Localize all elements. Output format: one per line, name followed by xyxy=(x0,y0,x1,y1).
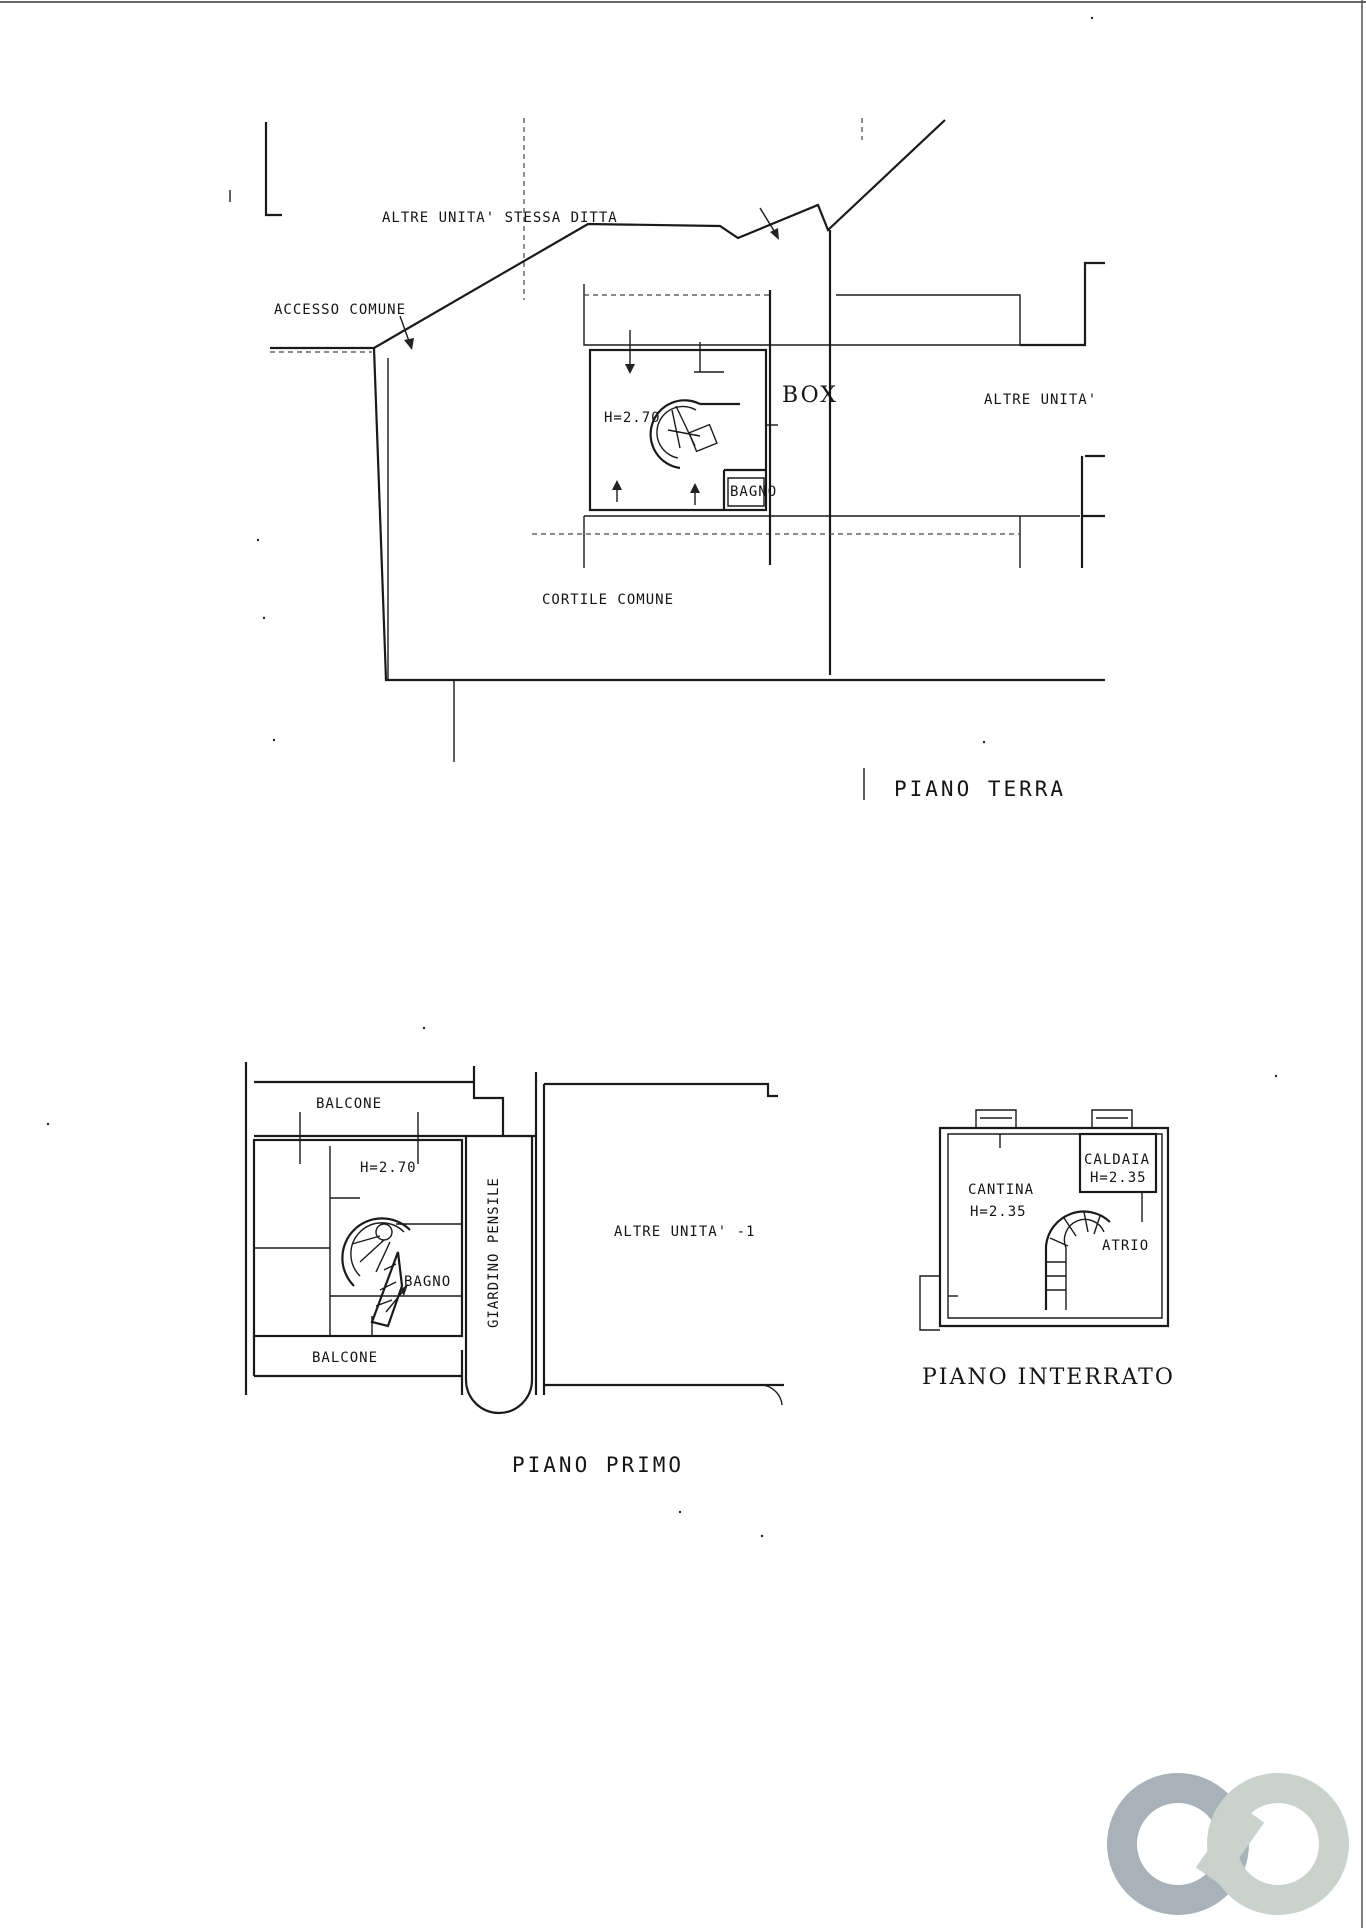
title-piano-interrato: PIANO INTERRATO xyxy=(922,1365,1175,1390)
piano-primo-plan: BALCONE H=2.70 BAGNO BALCONE GIARDINO PE… xyxy=(244,1062,784,1477)
label-balcone-top: BALCONE xyxy=(316,1096,382,1112)
label-height-terra: H=2.70 xyxy=(604,410,661,426)
giardino-pensile xyxy=(464,1136,534,1415)
spiral-stair-primo xyxy=(341,1217,411,1328)
caldaia-room xyxy=(1078,1132,1158,1194)
label-cantina-height: H=2.35 xyxy=(970,1204,1027,1220)
piano-primo-apartment xyxy=(252,1138,464,1338)
wall-fragment xyxy=(264,122,282,217)
label-altre-unita-terra: ALTRE UNITA' xyxy=(984,392,1097,408)
outer-boundary-line xyxy=(270,119,946,350)
bagno-room xyxy=(722,468,766,510)
label-atrio: ATRIO xyxy=(1102,1238,1149,1254)
label-box: BOX xyxy=(782,383,838,408)
label-bagno-terra: BAGNO xyxy=(730,484,777,500)
site-outline xyxy=(372,347,1105,682)
label-balcone-bottom: BALCONE xyxy=(312,1350,378,1366)
label-height-primo: H=2.70 xyxy=(360,1160,417,1176)
label-giardino-pensile: GIARDINO PENSILE xyxy=(486,1177,502,1328)
spiral-stair-interrato xyxy=(1044,1210,1111,1310)
label-altre-unita-primo: ALTRE UNITA' -1 xyxy=(614,1224,755,1240)
label-altre-unita-stessa-ditta: ALTRE UNITA' STESSA DITTA xyxy=(382,210,618,226)
title-piano-primo: PIANO PRIMO xyxy=(512,1453,684,1477)
label-cantina: CANTINA xyxy=(968,1182,1034,1198)
label-bagno-primo: BAGNO xyxy=(404,1274,451,1290)
label-caldaia-height: H=2.35 xyxy=(1090,1170,1147,1186)
spiral-stair-terra xyxy=(649,399,740,470)
scan-specks xyxy=(46,16,1278,1538)
interlocking-rings-logo xyxy=(1107,1773,1349,1915)
box-room xyxy=(588,348,768,512)
label-accesso-comune: ACCESSO COMUNE xyxy=(274,302,406,318)
title-piano-terra: PIANO TERRA xyxy=(894,777,1066,801)
label-cortile-comune: CORTILE COMUNE xyxy=(542,592,674,608)
label-caldaia: CALDAIA xyxy=(1084,1152,1150,1168)
piano-interrato-plan: CANTINA H=2.35 CALDAIA H=2.35 ATRIO PIAN… xyxy=(919,1109,1175,1390)
piano-terra-plan: ALTRE UNITA' STESSA DITTA ACCESSO COMUNE… xyxy=(229,118,1105,801)
